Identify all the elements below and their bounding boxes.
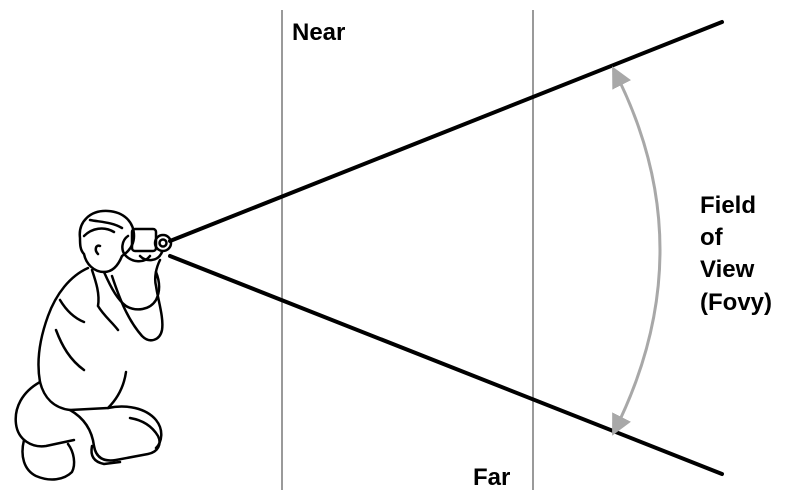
near-label: Near [292,19,345,46]
fov-label-line-3: View [700,256,755,283]
photographer-figure [16,211,171,480]
photographer-knee [108,407,161,449]
photographer-ear [96,246,100,254]
photographer-head [80,211,134,272]
photographer-hair [84,220,122,236]
fov-label-line-1: Field [700,192,756,219]
fov-arc-arrow [614,70,660,432]
frustum-bottom-edge [170,256,722,474]
jacket-fold [56,300,84,370]
fov-label: Field of View (Fovy) [700,192,772,316]
fov-label-line-2: of [700,224,724,251]
camera-lens [155,235,171,251]
fov-label-line-4: (Fovy) [700,289,772,316]
camera-lens-inner [160,240,167,247]
photographer-legs [16,382,160,460]
far-label: Far [473,464,510,491]
camera-body [132,229,156,251]
